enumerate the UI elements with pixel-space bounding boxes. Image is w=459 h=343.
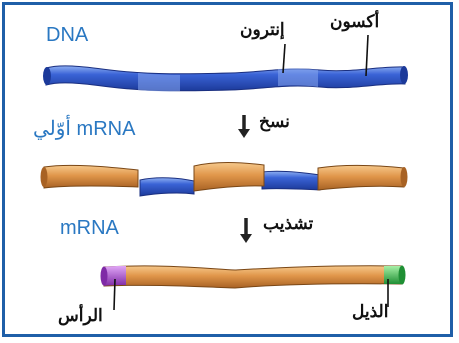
pre-mrna-exon-1 [44, 165, 138, 188]
tail-label: الذيل [352, 302, 388, 322]
pre-mrna-strand [41, 163, 408, 197]
transcription-label: نسخ [259, 112, 290, 132]
dna-intron-region-2 [278, 68, 318, 87]
pre-mrna-label: mRNA أوّلي [33, 116, 135, 141]
cap-label: الرأس [58, 306, 103, 326]
pre-mrna-exon-2 [194, 163, 264, 192]
splicing-label: تشذيب [263, 214, 313, 234]
transcription-arrow [238, 115, 250, 138]
exon-label: أكسون [330, 12, 379, 32]
pre-mrna-exon-3 [318, 165, 404, 190]
dna-strand [43, 66, 408, 92]
dna-intron-region-1 [138, 73, 180, 91]
cap-pointer [114, 279, 115, 310]
dna-label: DNA [46, 24, 88, 47]
mature-mrna-strand [101, 266, 406, 289]
pre-mrna-intron-1 [140, 178, 194, 196]
splicing-arrow [240, 218, 252, 243]
intron-label: إنترون [240, 20, 285, 40]
pre-mrna-intron-2 [262, 171, 320, 190]
dna-right-end [400, 66, 408, 84]
dna-left-end [43, 67, 51, 85]
mrna-label: mRNA [60, 217, 119, 240]
